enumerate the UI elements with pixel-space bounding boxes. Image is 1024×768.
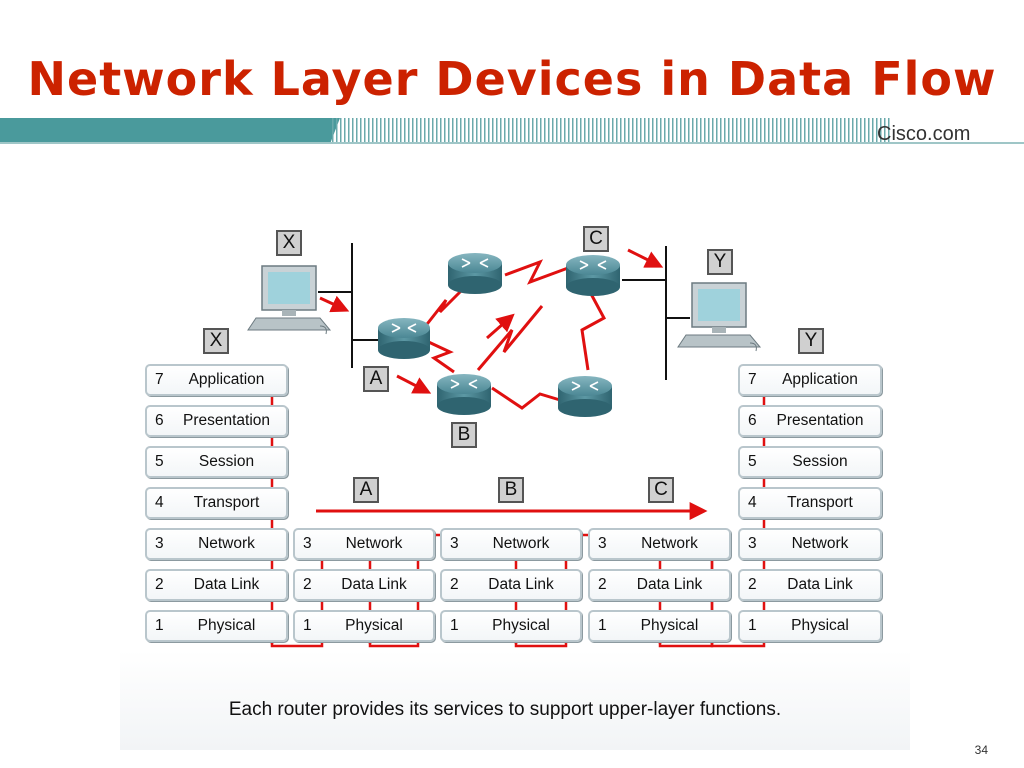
layer-row: 6 Presentation [738, 405, 882, 437]
layer-number: 3 [598, 535, 607, 552]
tag-stack-c: C [648, 477, 674, 503]
layer-row: 1 Physical [145, 610, 288, 642]
layer-number: 4 [155, 494, 164, 511]
diagram-floor [120, 650, 910, 750]
router-c-icon [566, 255, 620, 296]
layer-label: Network [492, 535, 550, 552]
computer-x-icon [247, 265, 332, 335]
layer-label: Physical [345, 617, 403, 634]
layer-row: 2 Data Link [145, 569, 288, 601]
layer-label: Network [641, 535, 698, 552]
layer-number: 2 [598, 576, 607, 593]
layer-number: 3 [155, 535, 164, 552]
layer-row: 3 Network [738, 528, 882, 560]
layer-number: 6 [748, 412, 757, 429]
layer-number: 3 [748, 535, 757, 552]
layer-label: Data Link [341, 576, 407, 593]
layer-row: 1 Physical [440, 610, 582, 642]
layer-label: Data Link [488, 576, 554, 593]
tag-router-b: B [451, 422, 477, 448]
data-path-line [270, 372, 714, 648]
tag-router-a: A [363, 366, 389, 392]
brand-logo: Cisco.com [877, 123, 971, 145]
layer-label: Network [345, 535, 403, 552]
layer-number: 4 [748, 494, 757, 511]
slide-title: Network Layer Devices in Data Flow [27, 52, 997, 106]
layer-number: 1 [598, 617, 607, 634]
layer-number: 2 [303, 576, 312, 593]
layer-label: Presentation [776, 412, 864, 429]
layer-row: 5 Session [738, 446, 882, 478]
layer-number: 7 [748, 371, 757, 388]
layer-number: 2 [155, 576, 164, 593]
layer-label: Network [791, 535, 849, 552]
slide-caption: Each router provides its services to sup… [228, 699, 782, 720]
router-top-icon [448, 253, 502, 294]
layer-row: 3 Network [588, 528, 731, 560]
layer-row: 2 Data Link [588, 569, 731, 601]
router-a-icon [378, 318, 430, 359]
layer-row: 1 Physical [588, 610, 731, 642]
layer-label: Application [188, 371, 265, 388]
tag-stack-b: B [498, 477, 524, 503]
layer-number: 1 [303, 617, 312, 634]
layer-label: Physical [640, 617, 699, 634]
layer-number: 1 [155, 617, 164, 634]
tag-stack-x: X [203, 328, 229, 354]
layer-row: 2 Data Link [293, 569, 435, 601]
layer-row: 7 Application [738, 364, 882, 396]
router-bottom-right-icon [558, 376, 612, 417]
layer-label: Application [782, 371, 858, 388]
layer-label: Session [198, 453, 255, 470]
layer-row: 1 Physical [738, 610, 882, 642]
layer-row: 2 Data Link [440, 569, 582, 601]
layer-row: 1 Physical [293, 610, 435, 642]
layer-number: 3 [450, 535, 459, 552]
layer-label: Presentation [182, 412, 271, 429]
tag-host-x: X [276, 230, 302, 256]
layer-row: 4 Transport [738, 487, 882, 519]
layer-number: 5 [748, 453, 757, 470]
tag-stack-y: Y [798, 328, 824, 354]
layer-number: 6 [155, 412, 164, 429]
layer-number: 1 [450, 617, 459, 634]
layer-label: Data Link [193, 576, 260, 593]
tag-router-c: C [583, 226, 609, 252]
layer-row: 4 Transport [145, 487, 288, 519]
tag-stack-a: A [353, 477, 379, 503]
layer-label: Network [198, 535, 255, 552]
layer-row: 3 Network [440, 528, 582, 560]
layer-number: 2 [748, 576, 757, 593]
tag-host-y: Y [707, 249, 733, 275]
header-banner [0, 118, 1024, 144]
page-number: 34 [974, 743, 988, 757]
layer-label: Physical [791, 617, 849, 634]
layer-label: Physical [197, 617, 256, 634]
layer-row: 3 Network [145, 528, 288, 560]
layer-label: Transport [787, 494, 853, 511]
layer-label: Data Link [787, 576, 853, 593]
router-b-icon [437, 374, 491, 415]
layer-label: Transport [193, 494, 260, 511]
layer-number: 7 [155, 371, 164, 388]
layer-row: 5 Session [145, 446, 288, 478]
layer-number: 5 [155, 453, 164, 470]
layer-number: 3 [303, 535, 312, 552]
layer-row: 3 Network [293, 528, 435, 560]
layer-row: 7 Application [145, 364, 288, 396]
layer-label: Physical [492, 617, 550, 634]
layer-row: 2 Data Link [738, 569, 882, 601]
layer-number: 1 [748, 617, 757, 634]
layer-label: Data Link [636, 576, 703, 593]
computer-y-icon [677, 282, 762, 352]
layer-number: 2 [450, 576, 459, 593]
layer-label: Session [792, 453, 848, 470]
layer-row: 6 Presentation [145, 405, 288, 437]
